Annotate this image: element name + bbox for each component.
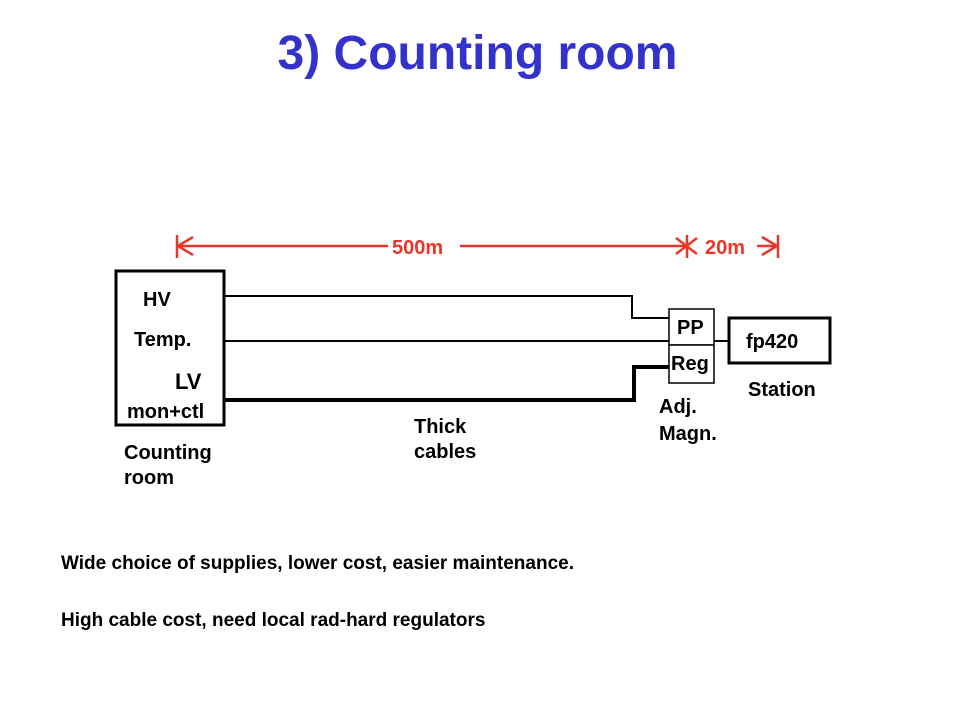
hv-label: HV bbox=[143, 289, 171, 311]
dimension-junction-marker bbox=[675, 235, 698, 258]
pros-note: Wide choice of supplies, lower cost, eas… bbox=[61, 553, 574, 574]
counting-room-box bbox=[114, 269, 226, 427]
lv-thick-cable bbox=[224, 365, 669, 402]
dimension-label-500m: 500m bbox=[392, 237, 443, 259]
cons-note: High cable cost, need local rad-hard reg… bbox=[61, 610, 486, 631]
station-caption: Station bbox=[748, 379, 816, 401]
dimension-arrow-left bbox=[175, 235, 194, 258]
pp-label: PP bbox=[677, 317, 704, 339]
counting-room-caption-line1: Counting bbox=[124, 442, 212, 464]
adj-magn-caption-line1: Adj. bbox=[659, 396, 697, 418]
temp-label: Temp. bbox=[134, 329, 191, 351]
mon-ctl-label: mon+ctl bbox=[127, 401, 204, 423]
dimension-label-20m: 20m bbox=[705, 237, 745, 259]
reg-label: Reg bbox=[671, 353, 709, 375]
thick-cables-caption-line1: Thick bbox=[414, 416, 467, 438]
dimension-arrow-right bbox=[761, 235, 780, 258]
hv-cable bbox=[224, 295, 669, 319]
adj-magn-caption-line2: Magn. bbox=[659, 423, 717, 445]
reg-box bbox=[668, 344, 715, 384]
lv-label: LV bbox=[175, 369, 202, 394]
counting-room-caption-line2: room bbox=[124, 467, 174, 489]
fp420-box bbox=[727, 316, 832, 365]
thick-cables-caption-line2: cables bbox=[414, 441, 476, 463]
page-title: 3) Counting room bbox=[277, 27, 678, 80]
fp420-label: fp420 bbox=[746, 331, 798, 353]
